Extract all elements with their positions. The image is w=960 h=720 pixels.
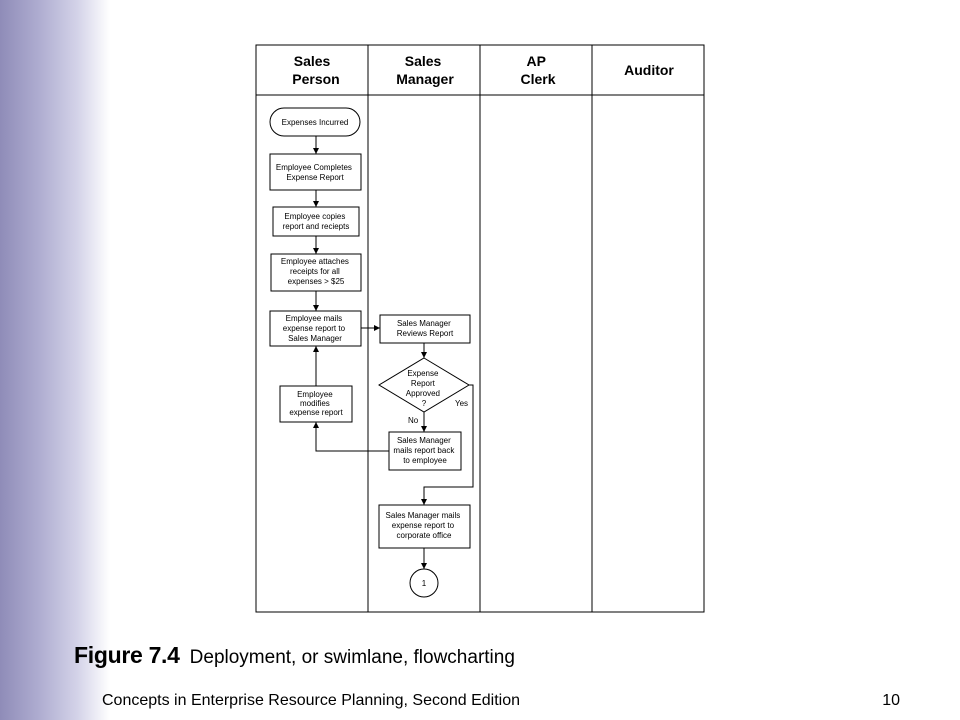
process-attaches-receipts — [270, 253, 362, 292]
process-completes-report — [269, 153, 362, 191]
label-line: Employee copies — [284, 212, 345, 221]
label-employee-modifies: Employee modifies expense report — [289, 390, 343, 417]
lane-header-line: Sales — [405, 53, 442, 69]
label-line: Employee — [297, 390, 333, 399]
label-line: Expenses Incurred — [282, 118, 349, 127]
label-copies-report: Employee copies report and reciepts — [283, 212, 350, 231]
figure-title: Deployment, or swimlane, flowcharting — [189, 647, 515, 668]
label-line: Expense Report — [286, 173, 344, 182]
label-report-approved: Expense Report Approved ? — [406, 369, 442, 408]
process-manager-mails-corporate — [378, 504, 471, 549]
label-manager-mails-corporate: Sales Manager mails expense report to co… — [386, 511, 463, 540]
label-connector: 1 — [422, 579, 427, 588]
label-line: Reviews Report — [397, 329, 454, 338]
lane-header-line: Sales — [294, 53, 331, 69]
label-line: report and reciepts — [283, 222, 350, 231]
lane-header-auditor: Auditor — [624, 62, 674, 78]
lane-header-line: Clerk — [520, 71, 555, 87]
label-line: expense report to — [392, 521, 455, 530]
footer-book-title: Concepts in Enterprise Resource Planning… — [102, 692, 521, 709]
process-manager-reviews — [379, 314, 471, 344]
lane-header-line: Person — [292, 71, 339, 87]
terminator-expenses-incurred — [269, 107, 361, 137]
flow-arrow — [421, 384, 474, 505]
label-attaches-receipts: Employee attaches receipts for all expen… — [281, 257, 351, 286]
figure-number: Figure 7.4 — [74, 642, 180, 668]
figure-caption: Figure 7.4 Deployment, or swimlane, flowc… — [74, 642, 515, 669]
label-line: mails report back — [393, 446, 455, 455]
process-employee-modifies — [279, 385, 353, 423]
label-line: Employee attaches — [281, 257, 349, 266]
flow-arrow — [313, 422, 389, 452]
label-expenses-incurred: Expenses Incurred — [282, 118, 349, 127]
label-line: expenses > $25 — [288, 277, 345, 286]
label-line: ? — [422, 399, 427, 408]
edge-label-yes: Yes — [455, 399, 468, 408]
label-line: Approved — [406, 389, 440, 398]
label-line: Employee Completes — [276, 163, 352, 172]
label-line: Expense — [407, 369, 439, 378]
label-line: receipts for all — [290, 267, 340, 276]
footer-page-number: 10 — [882, 692, 900, 709]
label-manager-reviews: Sales Manager Reviews Report — [397, 319, 454, 338]
label-line: expense report to — [283, 324, 346, 333]
label-completes-report: Employee Completes Expense Report — [276, 163, 354, 182]
label-line: to employee — [403, 456, 447, 465]
label-line: corporate office — [397, 531, 453, 540]
lane-header-sales-person: Sales Person — [292, 53, 339, 87]
decorative-side-bar — [0, 0, 110, 720]
label-line: modifies — [300, 399, 330, 408]
process-copies-report — [272, 206, 360, 237]
lane-header-line: Manager — [396, 71, 454, 87]
label-line: Sales Manager — [288, 334, 342, 343]
lane-header-line: Auditor — [624, 62, 674, 78]
label-line: expense report — [289, 408, 343, 417]
label-line: Sales Manager — [397, 436, 451, 445]
label-line: Employee mails — [286, 314, 342, 323]
lane-header-sales-manager: Sales Manager — [396, 53, 454, 87]
lane-header-line: AP — [526, 53, 545, 69]
label-line: Sales Manager — [397, 319, 451, 328]
process-manager-mails-back — [388, 431, 462, 471]
lane-header-ap-clerk: AP Clerk — [520, 53, 555, 87]
label-line: Sales Manager mails — [386, 511, 461, 520]
label-mails-report: Employee mails expense report to Sales M… — [283, 314, 348, 343]
label-manager-mails-back: Sales Manager mails report back to emplo… — [393, 436, 456, 465]
edge-label-no: No — [408, 416, 419, 425]
label-line: Report — [411, 379, 436, 388]
